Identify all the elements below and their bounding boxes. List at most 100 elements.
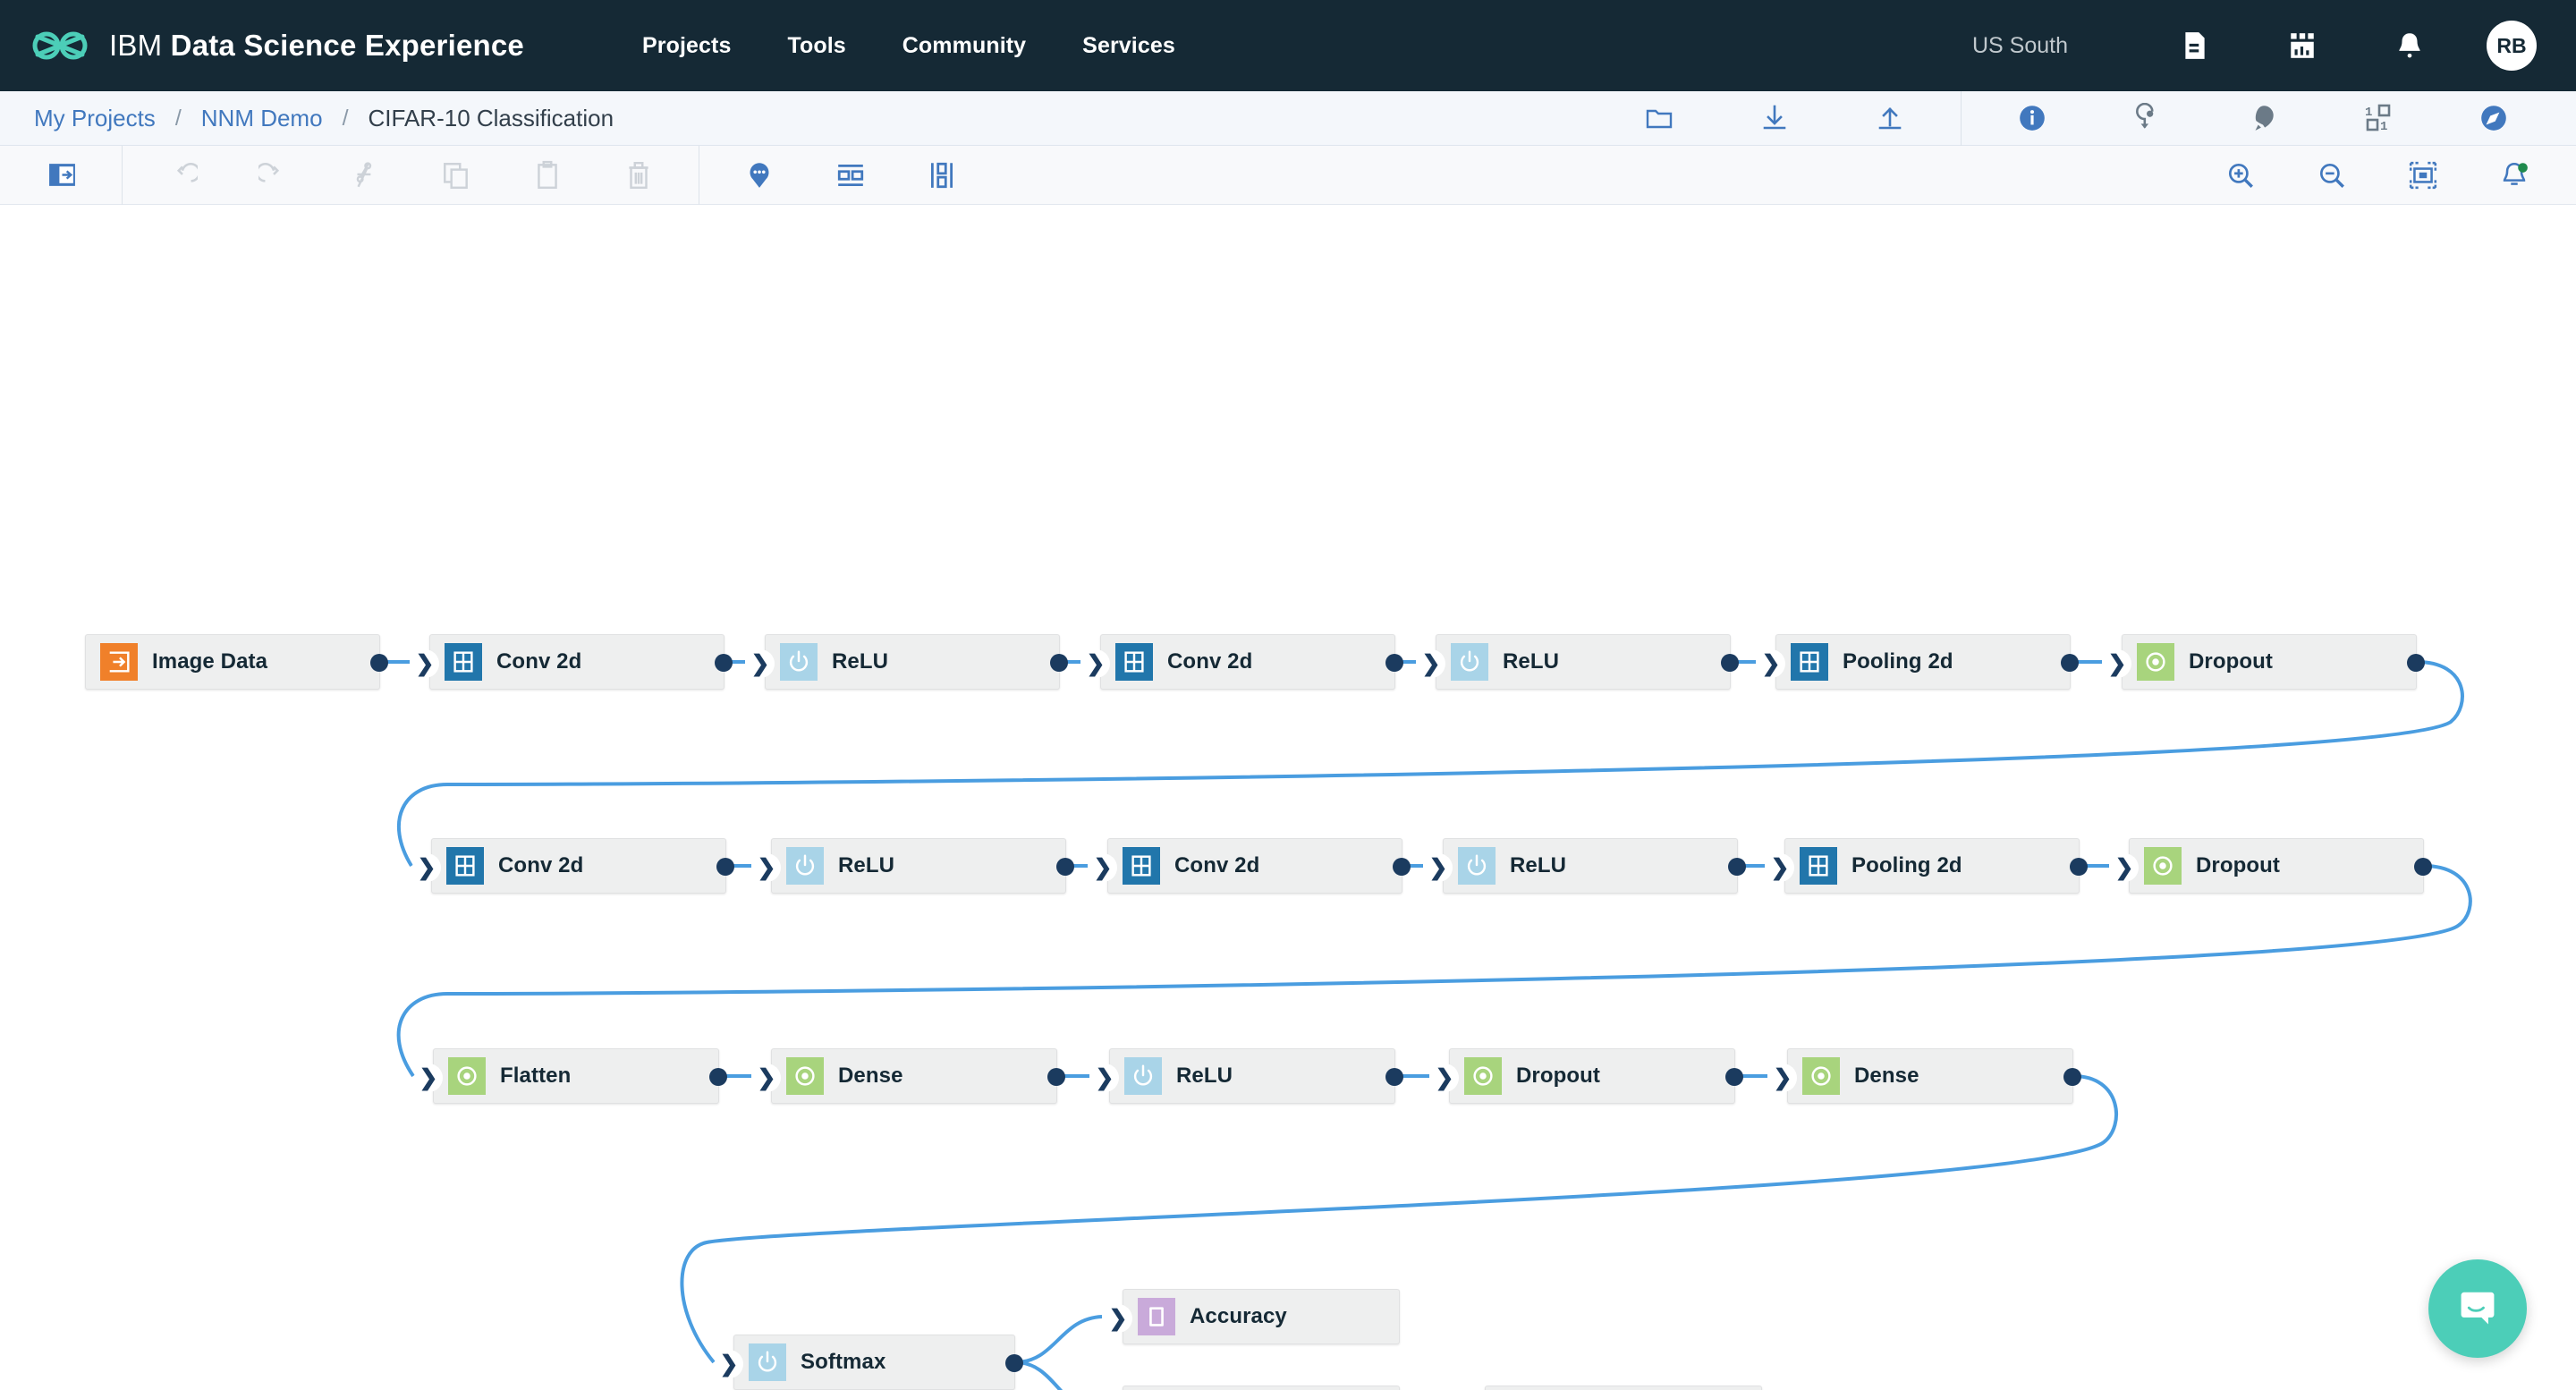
node-output-port[interactable] xyxy=(2407,654,2425,672)
flow-node-dropout[interactable]: ❯Dropout xyxy=(2110,838,2432,894)
node-output-port[interactable] xyxy=(1005,1354,1023,1372)
flow-node-conv-2d[interactable]: ❯Conv 2d xyxy=(1081,634,1403,690)
node-input-port[interactable]: ❯ xyxy=(2103,649,2131,678)
flow-node-image-data[interactable]: Image Data xyxy=(85,634,388,690)
delete-trash-icon[interactable] xyxy=(607,146,670,205)
flow-node-relu[interactable]: ❯ReLU xyxy=(1090,1048,1403,1104)
publish-icon[interactable] xyxy=(2114,91,2181,146)
flow-node-rmsprop[interactable]: ❯RMSprop xyxy=(1485,1386,1762,1390)
copy-icon[interactable] xyxy=(425,146,487,205)
node-output-port[interactable] xyxy=(1385,1068,1403,1086)
flow-node-dropout[interactable]: ❯Dropout xyxy=(1430,1048,1743,1104)
node-input-port[interactable]: ❯ xyxy=(412,853,441,882)
notification-bell-icon[interactable] xyxy=(2483,146,2546,205)
flow-node-pooling-2d[interactable]: ❯Pooling 2d xyxy=(1757,634,2079,690)
node-output-port[interactable] xyxy=(1393,858,1411,876)
node-input-port[interactable]: ❯ xyxy=(2110,853,2139,882)
flow-node-relu[interactable]: ❯ReLU xyxy=(752,838,1074,894)
node-input-port[interactable]: ❯ xyxy=(752,853,781,882)
node-input-port[interactable]: ❯ xyxy=(746,649,775,678)
node-label: ReLU xyxy=(832,649,889,674)
node-output-port[interactable] xyxy=(1721,654,1739,672)
zoom-to-fit-icon[interactable] xyxy=(2392,146,2454,205)
deploy-rocket-icon[interactable] xyxy=(2230,91,2296,146)
node-input-port[interactable]: ❯ xyxy=(1766,853,1794,882)
node-output-port[interactable] xyxy=(2070,858,2088,876)
node-input-port[interactable]: ❯ xyxy=(1430,1064,1459,1092)
node-output-port[interactable] xyxy=(709,1068,727,1086)
node-output-port[interactable] xyxy=(1725,1068,1743,1086)
avatar-initials: RB xyxy=(2496,33,2527,57)
node-input-port[interactable]: ❯ xyxy=(411,649,439,678)
undo-icon[interactable] xyxy=(151,146,214,205)
node-input-port[interactable]: ❯ xyxy=(1104,1304,1132,1333)
node-output-port[interactable] xyxy=(1385,654,1403,672)
flow-node-dense[interactable]: ❯Dense xyxy=(1768,1048,2081,1104)
node-output-port[interactable] xyxy=(370,654,388,672)
folder-icon[interactable] xyxy=(1626,91,1692,146)
node-input-port[interactable]: ❯ xyxy=(1424,853,1453,882)
node-input-port[interactable]: ❯ xyxy=(715,1350,743,1378)
document-icon[interactable] xyxy=(2166,17,2224,74)
flow-node-accuracy[interactable]: ❯Accuracy xyxy=(1104,1289,1400,1344)
node-input-port[interactable]: ❯ xyxy=(1768,1064,1797,1092)
node-output-port[interactable] xyxy=(716,858,734,876)
nav-item-tools[interactable]: Tools xyxy=(787,32,846,58)
cut-scissors-icon[interactable] xyxy=(334,146,396,205)
flow-node-conv-2d[interactable]: ❯Conv 2d xyxy=(411,634,733,690)
breadcrumb-item-my-projects[interactable]: My Projects xyxy=(34,104,156,131)
flow-node-conv-2d[interactable]: ❯Conv 2d xyxy=(412,838,734,894)
nav-item-projects[interactable]: Projects xyxy=(641,32,732,58)
flow-canvas[interactable]: Image Data❯Conv 2d❯ReLU❯Conv 2d❯ReLU❯Poo… xyxy=(0,205,2576,1390)
node-output-port[interactable] xyxy=(2061,654,2079,672)
node-output-port[interactable] xyxy=(2063,1068,2081,1086)
flow-node-relu[interactable]: ❯ ReLU xyxy=(746,634,1068,690)
node-output-port[interactable] xyxy=(1056,858,1074,876)
chat-launcher-button[interactable] xyxy=(2428,1259,2527,1358)
zoom-in-icon[interactable] xyxy=(2209,146,2272,205)
node-output-port[interactable] xyxy=(2414,858,2432,876)
node-output-port[interactable] xyxy=(1728,858,1746,876)
navigator-compass-icon[interactable] xyxy=(2461,91,2527,146)
upload-icon[interactable] xyxy=(1857,91,1923,146)
chat-bubble-icon xyxy=(2454,1284,2501,1335)
toolbar-group-palette xyxy=(0,146,122,204)
node-output-port[interactable] xyxy=(715,654,733,672)
node-input-port[interactable]: ❯ xyxy=(1090,1064,1119,1092)
paste-icon[interactable] xyxy=(516,146,579,205)
flow-node-dropout[interactable]: ❯Dropout xyxy=(2103,634,2425,690)
flow-node-relu[interactable]: ❯ReLU xyxy=(1417,634,1739,690)
node-input-port[interactable]: ❯ xyxy=(1417,649,1445,678)
node-label: Image Data xyxy=(152,649,268,674)
avatar[interactable]: RB xyxy=(2487,21,2537,71)
flow-node-relu[interactable]: ❯ReLU xyxy=(1424,838,1746,894)
node-output-port[interactable] xyxy=(1047,1068,1065,1086)
redo-icon[interactable] xyxy=(242,146,305,205)
flow-node-flatten[interactable]: ❯Flatten xyxy=(414,1048,727,1104)
info-icon[interactable] xyxy=(1999,91,2065,146)
binary-code-icon[interactable]: 1 1 xyxy=(2345,91,2411,146)
distribute-vertical-icon[interactable] xyxy=(911,146,973,205)
nav-item-community[interactable]: Community xyxy=(902,32,1027,58)
bell-icon[interactable] xyxy=(2381,17,2438,74)
comment-pin-icon[interactable] xyxy=(728,146,791,205)
flow-node-pooling-2d[interactable]: ❯Pooling 2d xyxy=(1766,838,2088,894)
nav-item-services[interactable]: Services xyxy=(1082,32,1175,58)
breadcrumb-item-nnm-demo[interactable]: NNM Demo xyxy=(200,104,323,131)
node-input-port[interactable]: ❯ xyxy=(1081,649,1110,678)
node-input-port[interactable]: ❯ xyxy=(414,1064,443,1092)
zoom-out-icon[interactable] xyxy=(2301,146,2363,205)
open-palette-icon[interactable] xyxy=(30,146,93,205)
node-output-port[interactable] xyxy=(1050,654,1068,672)
node-input-port[interactable]: ❯ xyxy=(1089,853,1117,882)
node-input-port[interactable]: ❯ xyxy=(752,1064,781,1092)
download-icon[interactable] xyxy=(1741,91,1808,146)
flow-node-dense[interactable]: ❯Dense xyxy=(752,1048,1065,1104)
node-input-port[interactable]: ❯ xyxy=(1757,649,1785,678)
flow-node-softmax[interactable]: ❯Softmax xyxy=(715,1335,1023,1390)
flow-node-sigmoid-cross-e[interactable]: ❯Sigmoid Cross-E... xyxy=(1123,1386,1400,1390)
brand[interactable]: IBM Data Science Experience xyxy=(32,28,524,64)
catalog-chart-icon[interactable] xyxy=(2274,17,2331,74)
distribute-horizontal-icon[interactable] xyxy=(819,146,882,205)
flow-node-conv-2d[interactable]: ❯Conv 2d xyxy=(1089,838,1411,894)
